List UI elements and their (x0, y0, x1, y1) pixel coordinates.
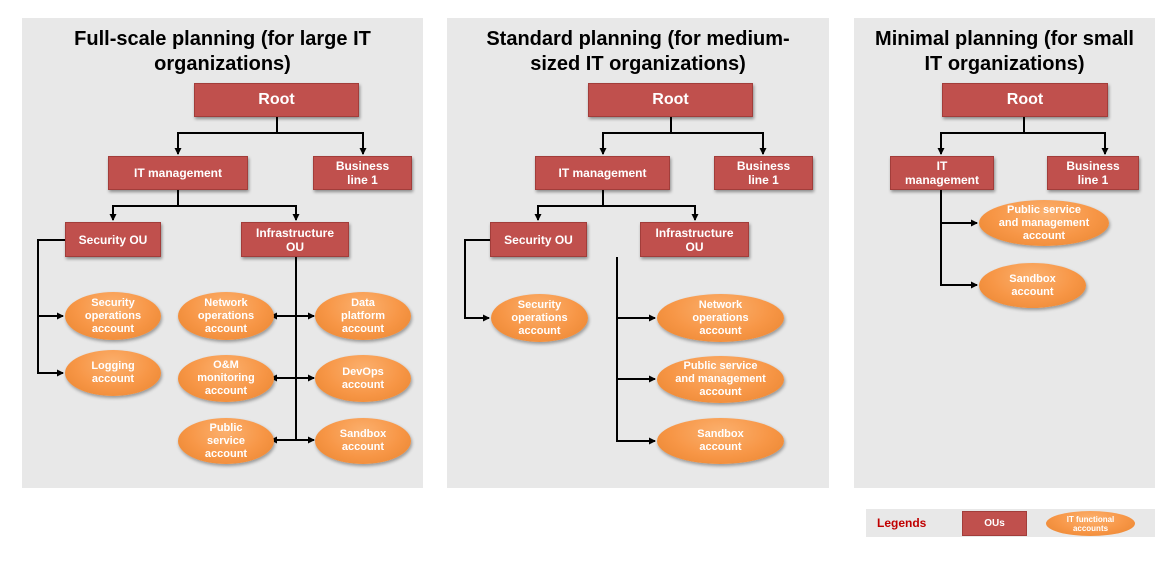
p1-it-management-node: IT management (108, 156, 248, 190)
p2-it-management-node: IT management (535, 156, 670, 190)
p3-public-service-management-account: Public service and management account (979, 200, 1109, 246)
p2-infrastructure-ou-node: Infrastructure OU (640, 222, 749, 257)
p1-security-ou-node: Security OU (65, 222, 161, 257)
standard-title: Standard planning (for medium- sized IT … (486, 28, 790, 75)
p3-sandbox-account: Sandbox account (979, 263, 1086, 308)
p1-om-monitoring-account: O&M monitoring account (178, 355, 274, 402)
p1-logging-account: Logging account (65, 350, 161, 396)
p1-data-platform-account: Data platform account (315, 292, 411, 340)
minimal-title: Minimal planning (for small IT organizat… (875, 28, 1134, 75)
p1-business-line-node: Business line 1 (313, 156, 412, 190)
p2-sandbox-account: Sandbox account (657, 418, 784, 464)
p1-public-service-account: Public service account (178, 418, 274, 464)
p1-devops-account: DevOps account (315, 355, 411, 402)
p3-business-line-node: Business line 1 (1047, 156, 1139, 190)
p1-sandbox-account: Sandbox account (315, 418, 411, 464)
p1-security-operations-account: Security operations account (65, 292, 161, 340)
p2-security-ou-node: Security OU (490, 222, 587, 257)
legend: Legends OUs IT functional accounts (866, 509, 1155, 537)
p2-security-operations-account: Security operations account (491, 294, 588, 342)
legend-account-swatch: IT functional accounts (1046, 511, 1135, 536)
legend-title: Legends (877, 516, 927, 530)
p2-network-operations-account: Network operations account (657, 294, 784, 342)
p3-it-management-node: IT management (890, 156, 994, 190)
p2-business-line-node: Business line 1 (714, 156, 813, 190)
p1-infrastructure-ou-node: Infrastructure OU (241, 222, 349, 257)
legend-ou-swatch: OUs (962, 511, 1027, 536)
p2-root-node: Root (588, 83, 753, 117)
full-scale-title: Full-scale planning (for large IT organi… (74, 28, 371, 75)
p1-root-node: Root (194, 83, 359, 117)
p1-network-operations-account: Network operations account (178, 292, 274, 340)
p3-root-node: Root (942, 83, 1108, 117)
p2-public-service-management-account: Public service and management account (657, 356, 784, 403)
